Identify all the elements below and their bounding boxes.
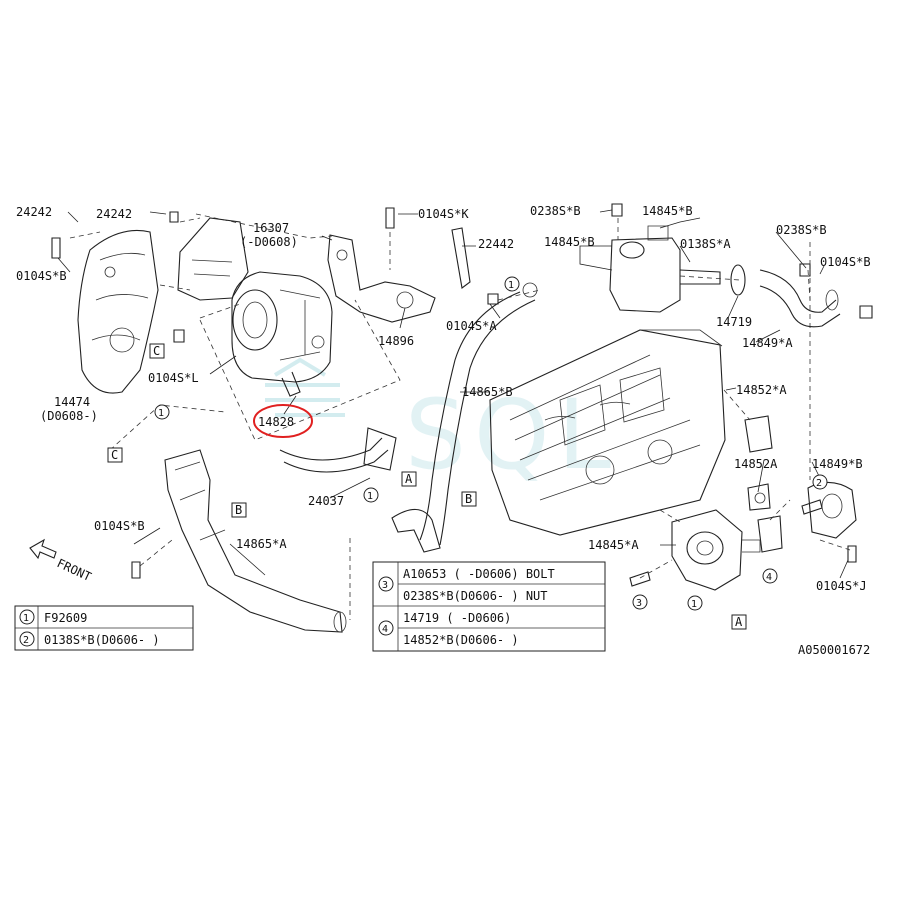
label-0238sb-right: 0238S*B	[776, 223, 827, 237]
svg-text:1: 1	[158, 408, 164, 419]
label-14865b: 14865*B	[462, 385, 513, 399]
label-14845a: 14845*A	[588, 538, 639, 552]
label-0238sb-top: 0238S*B	[530, 204, 581, 218]
highlight-circle	[253, 404, 313, 438]
figure-id: A050001672	[798, 643, 870, 657]
ref-box-c-upper: C	[149, 343, 165, 359]
marker-1-right: 1	[687, 595, 703, 611]
svg-text:1: 1	[508, 280, 514, 291]
ref-box-c-lower: C	[107, 447, 123, 463]
marker-2-right: 2	[812, 474, 828, 490]
label-14849b: 14849*B	[812, 457, 863, 471]
label-14845b-top: 14845*B	[642, 204, 693, 218]
svg-text:C: C	[153, 344, 160, 358]
assembly-lines	[69, 213, 851, 620]
marker-1-mid: 1	[363, 487, 379, 503]
label-14719: 14719	[716, 315, 752, 329]
legend-right-row-4b: 14852*B(D0606- )	[403, 633, 519, 647]
bracket-part	[327, 234, 436, 323]
svg-text:4: 4	[382, 624, 388, 635]
marker-3-right: 3	[632, 594, 648, 610]
air-valve-a-part	[671, 509, 761, 591]
svg-text:2: 2	[816, 478, 822, 489]
ref-box-b-mid: B	[461, 491, 477, 507]
svg-text:3: 3	[382, 580, 388, 591]
svg-text:B: B	[235, 503, 242, 517]
label-0104sj: 0104S*J	[816, 579, 867, 593]
svg-text:1: 1	[691, 599, 697, 610]
legend-right: 3 A10653 ( -D0606) BOLT 0238S*B(D0606- )…	[372, 561, 606, 652]
label-14852a-1: 14852*A	[736, 383, 787, 397]
label-22442: 22442	[478, 237, 514, 251]
label-0104sk: 0104S*K	[418, 207, 469, 221]
label-0138sa: 0138S*A	[680, 237, 731, 251]
svg-text:B: B	[465, 492, 472, 506]
small-bracket-part	[451, 227, 471, 289]
label-0104sb-right: 0104S*B	[820, 255, 871, 269]
ref-box-a-right: A	[731, 614, 747, 630]
hose-24037-part	[279, 427, 397, 473]
label-0104sa: 0104S*A	[446, 319, 497, 333]
label-0104sb-left: 0104S*B	[16, 269, 67, 283]
svg-text:2: 2	[23, 635, 29, 646]
legend-right-row-4a: 14719 ( -D0606)	[403, 611, 511, 625]
pipe-a-part	[730, 264, 841, 328]
legend-left: 1 F92609 2 0138S*B(D0606- )	[14, 605, 194, 651]
marker-1-left: 1	[154, 404, 170, 420]
part-labels: 24242 24242 16307 (-D0608) 0104S*K 22442…	[16, 204, 871, 657]
gaskets-part	[744, 415, 783, 553]
label-0104sl: 0104S*L	[148, 371, 199, 385]
heat-shield-part	[77, 229, 159, 394]
label-14845b-mid: 14845*B	[544, 235, 595, 249]
legend-left-row-1: F92609	[44, 611, 87, 625]
marker-4-right: 4	[762, 568, 778, 584]
marker-1-top: 1	[504, 276, 520, 292]
legend-left-row-2: 0138S*B(D0606- )	[44, 633, 160, 647]
svg-text:3: 3	[636, 598, 642, 609]
label-24242-a: 24242	[16, 205, 52, 219]
label-14474: 14474	[54, 395, 90, 409]
label-14474-note: (D0608-)	[40, 409, 98, 423]
label-14828: 14828	[258, 415, 294, 429]
label-16307: 16307	[253, 221, 289, 235]
svg-text:A: A	[735, 615, 743, 629]
upper-shield-part	[177, 217, 249, 301]
label-0104sb-lower: 0104S*B	[94, 519, 145, 533]
label-14896: 14896	[378, 334, 414, 348]
svg-text:C: C	[111, 448, 118, 462]
svg-text:4: 4	[766, 572, 772, 583]
svg-text:A: A	[405, 472, 413, 486]
legend-right-row-3a: A10653 ( -D0606) BOLT	[403, 567, 555, 581]
svg-text:1: 1	[23, 613, 29, 624]
front-arrow: FRONT	[29, 538, 94, 584]
hose-b-part	[419, 282, 538, 546]
engine-block-part	[489, 329, 726, 536]
hose-a-part	[391, 508, 441, 553]
label-16307-note: (-D0608)	[240, 235, 298, 249]
ref-box-b-left: B	[231, 502, 247, 518]
leader-lines	[57, 209, 849, 579]
pipe-14865a-part	[164, 449, 347, 633]
bolts	[51, 203, 873, 587]
air-valve-b-part	[609, 225, 721, 313]
legend-right-row-3b: 0238S*B(D0606- ) NUT	[403, 589, 548, 603]
air-pump-part	[231, 271, 333, 397]
label-14865a: 14865*A	[236, 537, 287, 551]
ref-box-a-mid: A	[401, 471, 417, 487]
label-14849a: 14849*A	[742, 336, 793, 350]
label-14852a-2: 14852A	[734, 457, 778, 471]
label-24242-b: 24242	[96, 207, 132, 221]
svg-text:1: 1	[367, 491, 373, 502]
label-24037: 24037	[308, 494, 344, 508]
front-label: FRONT	[55, 556, 94, 584]
